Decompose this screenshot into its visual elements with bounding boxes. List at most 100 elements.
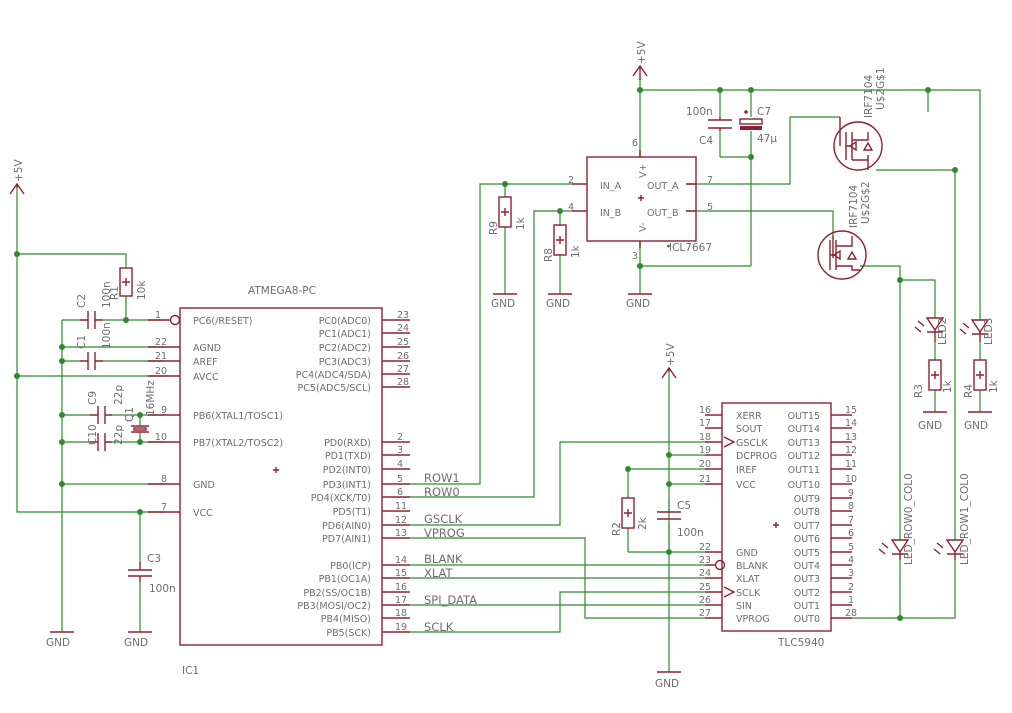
svg-text:PC0(ADC0): PC0(ADC0) (319, 316, 371, 327)
led-row0-col0: LED_ROW0_COL0 (878, 473, 915, 565)
svg-text:OUT10: OUT10 (788, 480, 820, 491)
svg-text:SCLK: SCLK (424, 620, 454, 634)
svg-text:GND: GND (46, 637, 70, 649)
resistor-r1: R1 10k (109, 267, 148, 300)
capacitor-c10: C10 22p (87, 424, 125, 451)
svg-text:IREF: IREF (736, 465, 757, 476)
svg-text:20: 20 (155, 366, 167, 377)
svg-text:PC5(ADC5/SCL): PC5(ADC5/SCL) (298, 383, 371, 394)
svg-text:12: 12 (395, 515, 407, 526)
svg-text:16: 16 (699, 405, 711, 416)
svg-text:AREF: AREF (193, 357, 218, 368)
svg-text:PD7(AIN1): PD7(AIN1) (322, 534, 371, 545)
svg-text:4: 4 (568, 202, 574, 213)
svg-text:PC4(ADC4/SDA): PC4(ADC4/SDA) (296, 370, 371, 381)
svg-text:7: 7 (161, 502, 167, 513)
capacitor-c4: 100n C4 (686, 106, 732, 147)
svg-text:C9: C9 (87, 391, 99, 405)
svg-text:OUT2: OUT2 (794, 588, 820, 599)
svg-text:3: 3 (397, 445, 403, 456)
svg-text:19: 19 (699, 445, 711, 456)
svg-text:PD4(XCK/T0): PD4(XCK/T0) (311, 493, 371, 504)
svg-text:6: 6 (848, 528, 854, 539)
svg-text:11: 11 (395, 501, 407, 512)
svg-text:VCC: VCC (736, 480, 756, 491)
svg-text:18: 18 (699, 432, 711, 443)
svg-text:12: 12 (845, 445, 857, 456)
svg-text:28: 28 (845, 608, 857, 619)
svg-text:BLANK: BLANK (736, 561, 769, 572)
svg-text:25: 25 (397, 337, 409, 348)
svg-text:PB2(SS/OC1B): PB2(SS/OC1B) (303, 588, 371, 599)
svg-text:C10: C10 (87, 424, 99, 445)
tlc-right-numbers: 15 14 13 12 11 10 9 8 7 6 5 4 3 2 1 28 (845, 405, 857, 619)
svg-text:PB3(MOSI/OC2): PB3(MOSI/OC2) (297, 601, 371, 612)
svg-text:V-: V- (638, 223, 649, 232)
tlc-left-labels: XERR SOUT GSCLK DCPROG IREF VCC GND BLAN… (736, 411, 777, 625)
svg-text:16: 16 (395, 582, 407, 593)
gnd-symbol: GND GND GND GND GND GND GND GND (46, 293, 992, 690)
svg-text:11: 11 (845, 459, 857, 470)
svg-text:+5V: +5V (665, 343, 677, 366)
svg-text:GND: GND (546, 298, 570, 310)
svg-text:14: 14 (395, 555, 407, 566)
svg-text:100n: 100n (149, 583, 176, 595)
svg-text:U$2G$1: U$2G$1 (875, 67, 887, 110)
svg-text:VCC: VCC (193, 508, 213, 519)
svg-text:R8: R8 (543, 248, 555, 262)
svg-text:OUT9: OUT9 (794, 494, 820, 505)
svg-text:1k: 1k (988, 379, 1000, 393)
svg-text:R4: R4 (963, 384, 975, 398)
svg-text:8: 8 (848, 501, 854, 512)
svg-text:28: 28 (397, 377, 409, 388)
svg-text:VPROG: VPROG (736, 614, 770, 625)
svg-text:25: 25 (699, 582, 711, 593)
svg-text:OUT_B: OUT_B (647, 208, 679, 219)
svg-text:1: 1 (848, 595, 854, 606)
svg-text:PC3(ADC3): PC3(ADC3) (319, 357, 371, 368)
svg-text:13: 13 (845, 432, 857, 443)
svg-text:SIN: SIN (736, 601, 752, 612)
svg-text:AVCC: AVCC (193, 372, 219, 383)
svg-text:9: 9 (161, 405, 167, 416)
svg-text:PC2(ADC2): PC2(ADC2) (319, 343, 371, 354)
resistor-r8: R8 1k (543, 224, 582, 262)
svg-text:24: 24 (397, 323, 409, 334)
svg-text:Q1: Q1 (124, 407, 136, 422)
svg-text:1: 1 (155, 310, 161, 321)
svg-text:C1: C1 (76, 335, 88, 349)
svg-text:17: 17 (699, 418, 711, 429)
svg-text:15: 15 (845, 405, 857, 416)
svg-text:PB0(ICP): PB0(ICP) (330, 561, 371, 572)
svg-text:100n: 100n (101, 281, 113, 308)
svg-text:GND: GND (964, 420, 988, 432)
svg-text:R9: R9 (488, 221, 500, 235)
svg-text:7: 7 (707, 175, 713, 186)
tlc-left-numbers: 16 17 18 19 20 21 22 23 24 25 26 27 (699, 405, 711, 619)
svg-text:2k: 2k (637, 516, 649, 530)
svg-text:C7: C7 (757, 106, 771, 118)
svg-text:GND: GND (655, 678, 679, 690)
svg-text:22: 22 (699, 542, 711, 553)
svg-text:2: 2 (397, 432, 403, 443)
svg-text:VPROG: VPROG (424, 526, 465, 540)
svg-text:15: 15 (395, 568, 407, 579)
resistor-r2: R2 2k (611, 497, 649, 536)
tlc5940-driver: TLC5940 XERR SOUT GSCLK DCPROG IREF VCC … (699, 402, 857, 649)
wires (16, 80, 981, 672)
svg-text:C5: C5 (677, 500, 691, 512)
svg-text:IN_B: IN_B (600, 208, 621, 219)
svg-text:2: 2 (848, 582, 854, 593)
svg-text:PB7(XTAL2/TOSC2): PB7(XTAL2/TOSC2) (193, 438, 283, 449)
svg-text:PC1(ADC1): PC1(ADC1) (319, 329, 371, 340)
svg-text:21: 21 (699, 474, 711, 485)
svg-text:+5V: +5V (13, 159, 25, 182)
resistor-r3: R3 1k (913, 359, 954, 398)
svg-text:OUT5: OUT5 (794, 548, 820, 559)
svg-text:5: 5 (397, 474, 403, 485)
ic1-left-labels: PC6(/RESET) AGND AREF AVCC PB6(XTAL1/TOS… (193, 316, 283, 519)
svg-text:17: 17 (395, 595, 407, 606)
svg-text:C4: C4 (699, 135, 713, 147)
svg-text:SOUT: SOUT (736, 424, 762, 435)
led-row1-col0: LED_ROW1_COL0 (933, 473, 971, 565)
